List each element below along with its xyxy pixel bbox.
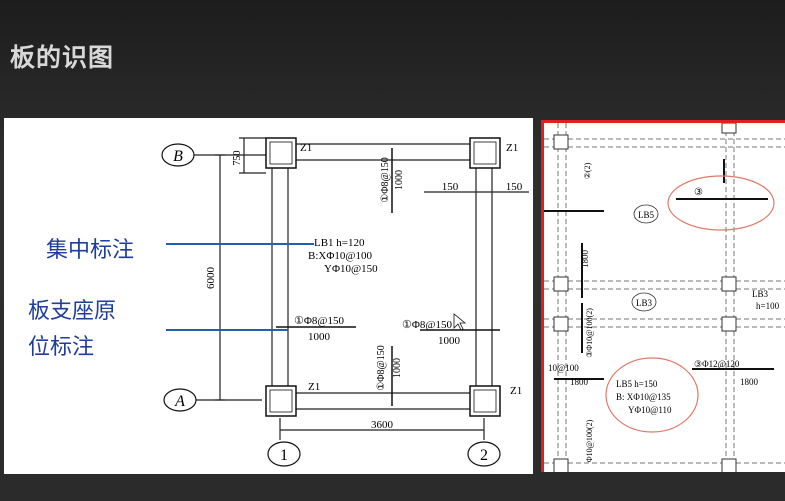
dim-750: 750	[232, 151, 243, 166]
left-drawing-panel: B A 1 2 Z1 Z1 Z1 Z1 750 6000 3600 150 15…	[4, 118, 533, 474]
right-drawing-panel: LB5 LB3 LB3 h=100 ③ 1800 1800 1800 ②(2) …	[541, 120, 785, 472]
slide-title: 板的识图	[10, 43, 115, 72]
lb5-note-line1: LB5 h=150	[616, 379, 658, 389]
dim-3600: 3600	[371, 419, 394, 431]
dim-6000: 6000	[205, 267, 217, 290]
rebar-left-vertical-label: ③Φ10@100(2)	[585, 308, 594, 358]
column-b2	[469, 137, 501, 169]
lb5-note-line2: B: XΦ10@135	[616, 392, 671, 402]
dim-150-right: 150	[506, 181, 523, 193]
lb3-right-label: LB3	[752, 289, 769, 299]
axis-a-label: A	[174, 393, 185, 410]
dim-1800-right: 1800	[740, 377, 759, 387]
column-a1	[265, 385, 297, 417]
axis-2-label: 2	[480, 447, 488, 464]
right-rebar-label: ①Φ8@150	[402, 319, 453, 331]
plan-drawing: B A 1 2 Z1 Z1 Z1 Z1 750 6000 3600 150 15…	[28, 137, 529, 467]
lb1-line1: LB1 h=120	[314, 237, 365, 249]
lb5-bubble: LB5	[638, 210, 655, 220]
callout-centralized: 集中标注	[46, 238, 134, 263]
callout-support-line1: 板支座原	[28, 299, 116, 324]
col-tag-a1: Z1	[308, 381, 320, 393]
rebar-3-12-label: ③Φ12@120	[694, 359, 740, 369]
lb5-note-line3: YΦ10@110	[628, 405, 672, 415]
lb3-h-label: h=100	[756, 301, 780, 311]
top-rebar-length: 1000	[394, 170, 405, 190]
circle-3-label: ③	[694, 187, 703, 198]
slab-plan-drawing: LB5 LB3 LB3 h=100 ③ 1800 1800 1800 ②(2) …	[544, 123, 785, 472]
top-rebar-label: ①Φ8@150	[380, 157, 391, 202]
rebar-10-100-label: 10@100	[548, 363, 579, 373]
column-b1	[265, 137, 297, 169]
dim-150-left: 150	[442, 181, 459, 193]
rebar-bottom-vertical-label: Φ10@100(2)	[585, 419, 594, 462]
col-tag-b1: Z1	[300, 142, 312, 154]
lb3-bubble: LB3	[636, 298, 653, 308]
rebar-2-label: ②(2)	[583, 162, 592, 179]
right-rebar-length: 1000	[438, 335, 461, 347]
axis-b-label: B	[173, 148, 183, 165]
dim-1800-left: 1800	[570, 377, 589, 387]
lb1-line3: YΦ10@150	[324, 263, 378, 275]
left-rebar-length: 1000	[308, 331, 331, 343]
lb1-line2: B:XΦ10@100	[308, 250, 373, 262]
mouse-cursor-icon	[453, 313, 467, 331]
highlight-circle-lb5	[605, 357, 699, 433]
left-rebar-label: ①Φ8@150	[294, 315, 345, 327]
axis-1-label: 1	[280, 447, 288, 464]
column-a2	[469, 385, 501, 417]
dim-1800-vertical: 1800	[580, 250, 590, 269]
highlight-circle-3	[667, 175, 775, 231]
bottom-rebar-label: ①Φ8@150	[376, 345, 387, 390]
bottom-rebar-length: 1000	[392, 358, 403, 378]
col-tag-b2: Z1	[506, 142, 518, 154]
col-tag-a2: Z1	[510, 385, 522, 397]
callout-support-line2: 位标注	[28, 335, 94, 360]
